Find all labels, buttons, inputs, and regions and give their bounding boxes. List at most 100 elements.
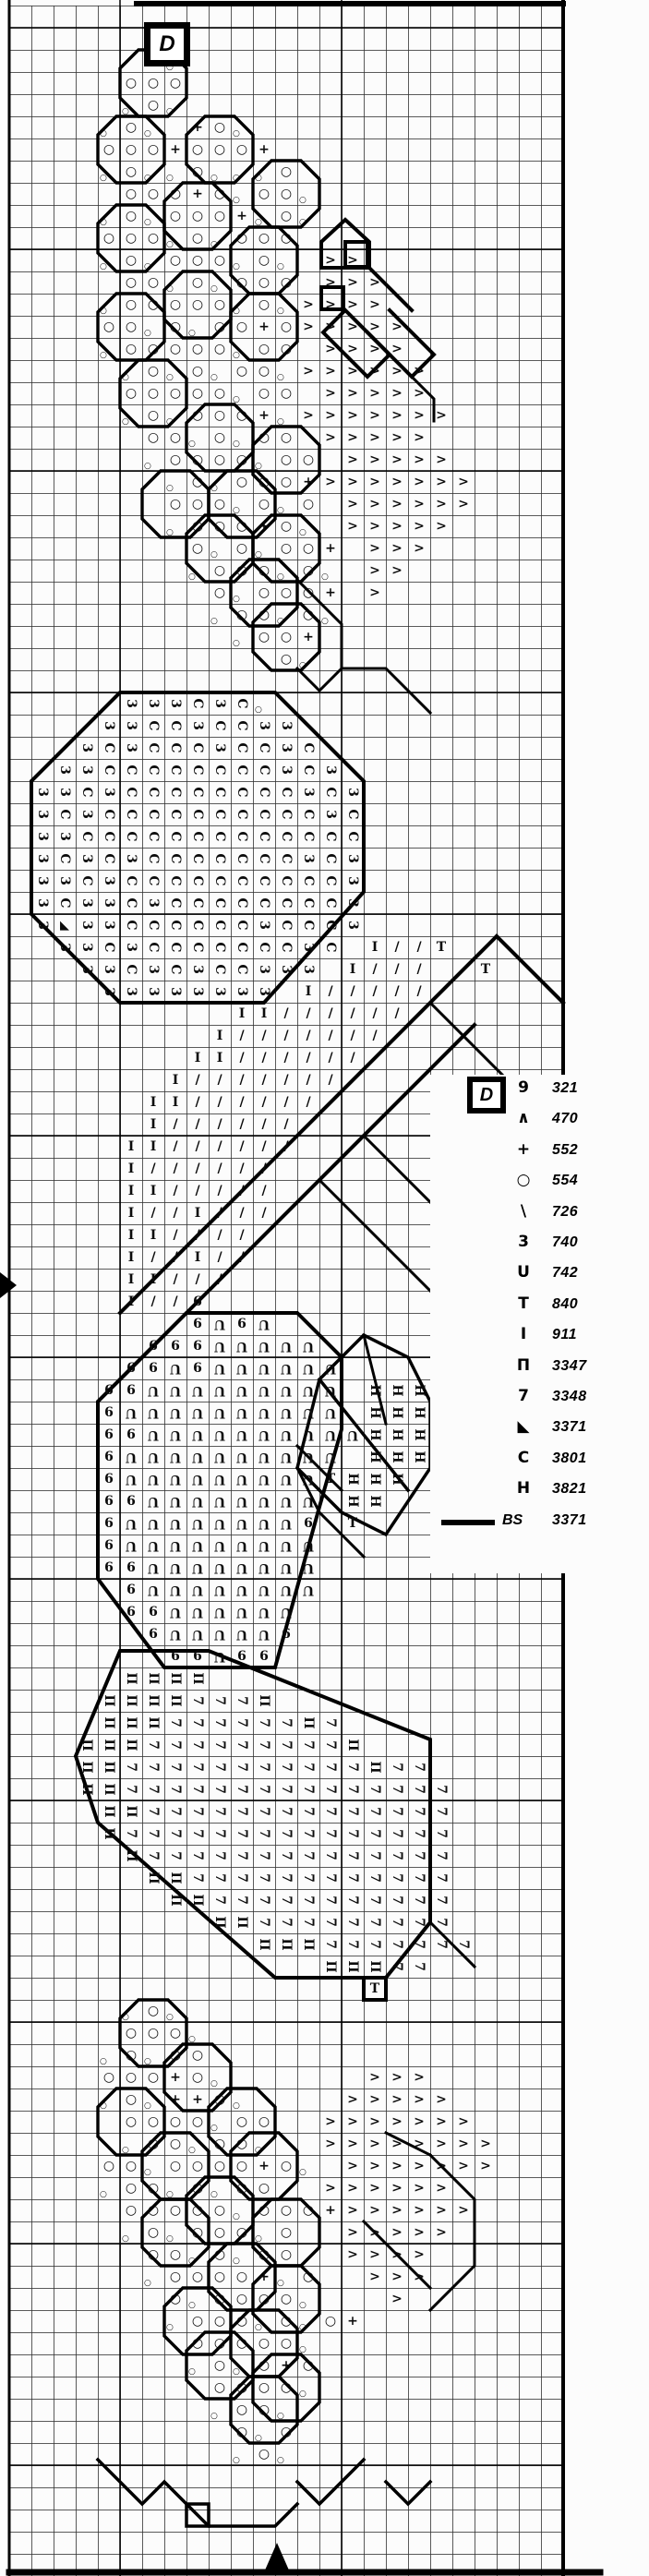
stitch-cell-dmc-554: ○ [277, 572, 284, 582]
stitch-cell-dmc-726: / [283, 1006, 289, 1021]
stitch-cell-dmc-554: ○ [280, 652, 293, 667]
legend-row-552: +552 [430, 1138, 649, 1169]
stitch-cell-dmc-470: > [436, 2137, 447, 2151]
stitch-cell-dmc-3801: C [79, 875, 94, 886]
stitch-cell-dmc-470: > [391, 2092, 403, 2107]
stitch-cell-dmc-554: ○ [188, 329, 196, 338]
stitch-cell-dmc-740: 3 [102, 721, 116, 730]
stitch-cell-dmc-470: > [458, 475, 469, 489]
stitch-cell-dmc-726: / [239, 1095, 245, 1110]
stitch-cell-dmc-554: ○ [210, 174, 218, 183]
stitch-cell-dmc-742: U [302, 1405, 315, 1420]
stitch-cell-dmc-554: ○ [258, 475, 270, 489]
stitch-cell-dmc-321: 6 [104, 1450, 114, 1464]
stitch-cell-dmc-3801: C [190, 809, 205, 820]
stitch-cell-dmc-726: / [150, 1250, 156, 1265]
stitch-cell-dmc-470: > [414, 408, 425, 423]
stitch-cell-dmc-3347: Π [124, 1805, 138, 1818]
stitch-cell-dmc-554: ○ [299, 2168, 306, 2177]
stitch-cell-dmc-3801: C [168, 742, 183, 753]
stitch-cell-dmc-554: ○ [188, 2301, 196, 2310]
stitch-cell-dmc-3347: Π [79, 1783, 94, 1796]
stitch-cell-dmc-554: ○ [233, 2257, 240, 2266]
legend-symbol-3801: C [517, 1448, 530, 1467]
stitch-cell-dmc-3821: H [412, 1428, 427, 1441]
stitch-cell-dmc-470: > [303, 364, 314, 379]
stitch-cell-dmc-3821: H [390, 1406, 404, 1419]
stitch-cell-dmc-3348: 7 [279, 1896, 294, 1905]
stitch-cell-dmc-3348: 7 [323, 1940, 338, 1949]
stitch-cell-dmc-554: ○ [125, 2159, 138, 2173]
stitch-cell-dmc-554: ○ [233, 129, 240, 138]
stitch-cell-dmc-726: / [350, 984, 355, 999]
stitch-cell-dmc-740: 3 [279, 743, 294, 752]
stitch-cell-dmc-554: ○ [125, 2181, 138, 2196]
stitch-cell-dmc-742: U [280, 1516, 293, 1531]
stitch-cell-dmc-742: U [213, 1472, 226, 1487]
stitch-cell-dmc-554: ○ [258, 430, 270, 445]
stitch-cell-dmc-3348: 7 [257, 1829, 271, 1838]
stitch-cell-dmc-554: ○ [258, 563, 270, 578]
stitch-cell-dmc-554: ○ [280, 2314, 293, 2329]
stitch-cell-dmc-3348: 7 [212, 1829, 227, 1838]
stitch-cell-dmc-554: ○ [191, 2203, 204, 2218]
stitch-cell-dmc-911: I [349, 962, 356, 977]
stitch-cell-dmc-726: / [217, 1184, 222, 1198]
stitch-cell-dmc-3801: C [234, 809, 249, 820]
stitch-cell-dmc-554: ○ [258, 2402, 270, 2417]
stitch-cell-dmc-742: U [191, 1627, 204, 1642]
stitch-cell-dmc-470: > [391, 2114, 403, 2129]
stitch-cell-dmc-3348: 7 [190, 1851, 205, 1860]
stitch-cell-dmc-3348: 7 [212, 1740, 227, 1750]
stitch-cell-dmc-740: 3 [35, 854, 50, 863]
legend-row-3371: ◣3371 [430, 1415, 649, 1446]
stitch-cell-dmc-3348: 7 [323, 1785, 338, 1794]
stitch-cell-dmc-742: U [191, 1560, 204, 1575]
stitch-cell-dmc-554: ○ [324, 2314, 337, 2329]
stitch-cell-dmc-3347: Π [190, 1894, 205, 1907]
stitch-cell-dmc-554: ○ [210, 2190, 218, 2199]
stitch-cell-dmc-554: ○ [147, 2070, 160, 2085]
stitch-cell-dmc-470: > [369, 2247, 380, 2262]
stitch-cell-dmc-554: ○ [280, 319, 293, 334]
stitch-cell-dmc-3821: H [345, 1495, 360, 1508]
stitch-cell-dmc-742: U [213, 1649, 226, 1664]
stitch-cell-dmc-554: ○ [125, 2048, 138, 2063]
stitch-cell-dmc-3348: 7 [234, 1851, 249, 1860]
stitch-cell-dmc-3348: 7 [301, 1785, 316, 1794]
stitch-cell-dmc-740: 3 [57, 943, 72, 952]
stitch-cell-dmc-740: 3 [79, 921, 94, 930]
stitch-cell-dmc-3347: Π [102, 1783, 116, 1796]
stitch-cell-dmc-726: / [306, 1029, 311, 1043]
stitch-cell-dmc-554: ○ [255, 2234, 262, 2244]
stitch-cell-dmc-554: ○ [235, 608, 248, 622]
stitch-cell-dmc-554: ○ [235, 475, 248, 489]
legend-row-470: ∧470 [430, 1107, 649, 1138]
stitch-cell-dmc-742: U [280, 1472, 293, 1487]
stitch-cell-dmc-554: ○ [191, 364, 204, 379]
stitch-cell-dmc-3821: H [367, 1384, 382, 1397]
stitch-cell-dmc-554: ○ [280, 430, 293, 445]
stitch-cell-dmc-3801: C [212, 764, 227, 776]
stitch-cell-dmc-726: / [416, 940, 422, 955]
stitch-cell-dmc-3348: 7 [168, 1763, 183, 1772]
stitch-cell-dmc-554: ○ [258, 2292, 270, 2306]
stitch-cell-dmc-470: > [414, 2225, 425, 2240]
stitch-cell-dmc-742: U [302, 1339, 315, 1354]
stitch-cell-dmc-552: + [325, 2203, 336, 2218]
stitch-cell-dmc-726: / [394, 1006, 400, 1021]
stitch-cell-dmc-554: ○ [258, 297, 270, 312]
stitch-cell-dmc-742: U [191, 1583, 204, 1597]
stitch-cell-dmc-3348: 7 [434, 1896, 449, 1905]
stitch-cell-dmc-3348: 7 [190, 1718, 205, 1727]
stitch-cell-dmc-554: ○ [213, 2225, 226, 2240]
stitch-cell-dmc-554: ○ [280, 275, 293, 290]
stitch-cell-dmc-470: > [391, 2159, 403, 2173]
stitch-cell-dmc-3801: C [102, 742, 116, 753]
stitch-cell-dmc-554: ○ [235, 563, 248, 578]
stitch-cell-dmc-3801: C [323, 920, 338, 931]
stitch-cell-dmc-554: ○ [102, 2070, 115, 2085]
stitch-cell-dmc-470: > [436, 2181, 447, 2196]
stitch-cell-dmc-321: 6 [104, 1383, 114, 1398]
